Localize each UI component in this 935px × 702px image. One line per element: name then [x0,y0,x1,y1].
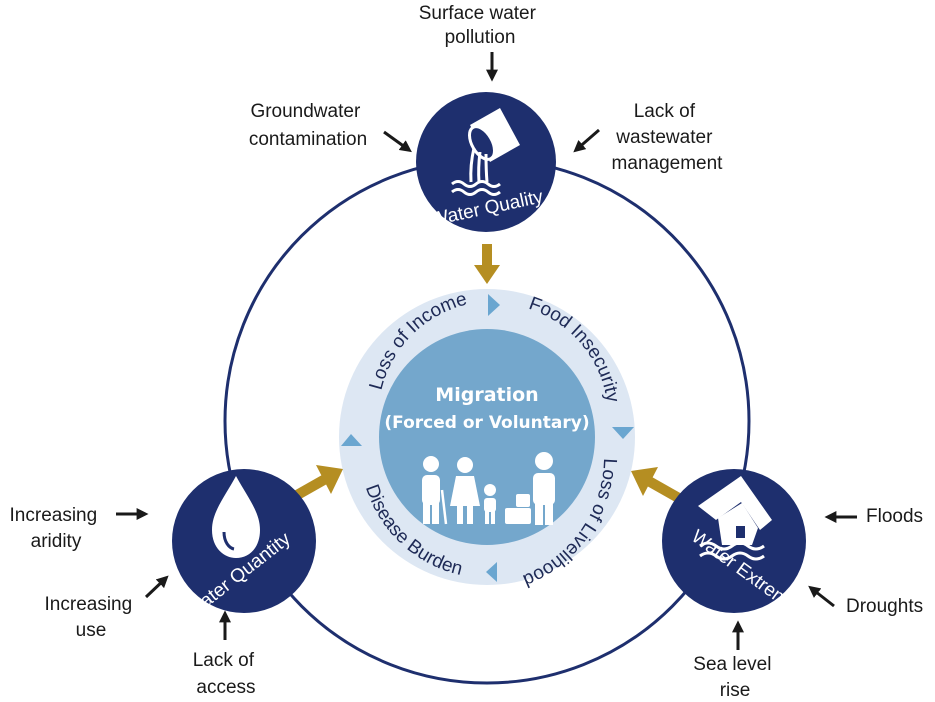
driver-droughts: Droughts [846,596,923,617]
arrow-droughts [808,585,835,608]
arrow-groundwater [383,130,412,153]
gold-arrows [292,244,682,503]
arrow-increasing-use [144,575,169,599]
driver-arrows [116,52,857,650]
flooded-house-icon [698,476,772,561]
center-subtitle: (Forced or Voluntary) [384,413,589,433]
gold-arrow-from-quantity [292,465,343,501]
driver-surface-water: Surface water pollution [419,3,542,48]
cycle-arrow-right [612,427,634,439]
node-water-quality: Water Quality [416,92,556,232]
gold-arrow-from-quality [474,244,500,284]
arrow-wastewater [573,128,600,153]
driver-lack-of-access: Lack of access [193,650,260,698]
cycle-arrow-top [488,294,500,316]
cycle-arrows [341,294,634,582]
center-title: Migration [435,384,538,406]
node-water-quantity: Water Quantity [172,469,316,623]
driver-increasing-use: Increasing use [45,594,138,641]
driver-aridity: Increasing aridity [10,505,103,552]
cycle-arrow-bottom [486,562,497,582]
driver-sea-level-rise: Sea level rise [693,654,776,701]
driver-wastewater: Lack of wastewater management [612,101,724,174]
gold-arrow-from-extremes [631,467,682,503]
driver-groundwater: Groundwater contamination [249,101,367,150]
cycle-arrow-left [341,434,362,446]
family-icon [422,452,555,525]
node-water-extremes: Water Extremes [662,469,809,623]
driver-floods: Floods [866,506,923,527]
pouring-pipe-icon [451,108,520,196]
